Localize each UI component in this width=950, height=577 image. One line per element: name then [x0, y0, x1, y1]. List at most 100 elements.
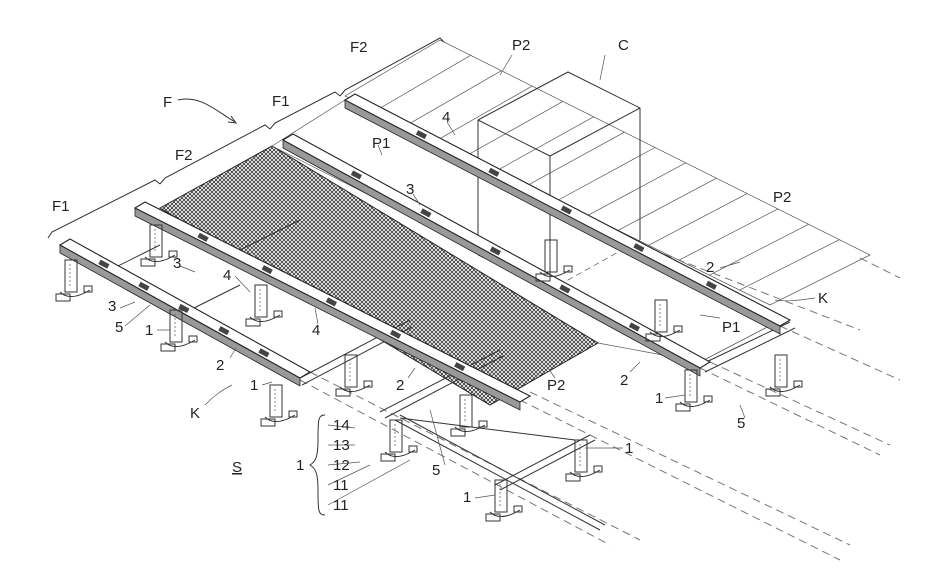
fastener-3 — [389, 329, 402, 339]
rail-2 — [343, 93, 792, 335]
label-3: 3 — [108, 298, 116, 315]
fastener-3 — [325, 297, 337, 307]
base-plate-11 — [593, 465, 603, 473]
pedestal-1 — [55, 259, 93, 302]
label-5: 5 — [737, 415, 745, 432]
panel-seam — [587, 162, 686, 216]
pedestal-column — [459, 394, 473, 428]
base-plate-11 — [675, 403, 691, 412]
label-1: 1 — [655, 390, 663, 407]
fastener-3 — [138, 281, 150, 291]
label-p1: P1 — [372, 135, 390, 152]
base-plate-11 — [335, 388, 351, 397]
base-plate-11 — [478, 420, 488, 428]
base-plate-11 — [273, 310, 283, 318]
label-f2: F2 — [175, 147, 193, 164]
extension-line — [779, 325, 901, 381]
fastener-3 — [197, 232, 209, 242]
label-p2: P2 — [512, 37, 530, 54]
pedestal-column — [684, 369, 698, 403]
base-plate-11 — [673, 325, 683, 333]
label-5: 5 — [432, 462, 440, 479]
base-plate-11 — [83, 285, 93, 293]
pedestal-column — [494, 479, 508, 513]
extension-line — [519, 399, 841, 561]
base-plate-11 — [513, 505, 523, 513]
label-f2: F2 — [350, 39, 368, 56]
base-plate-11 — [168, 250, 178, 258]
base-plate-11 — [563, 265, 573, 273]
pedestal-1 — [645, 299, 683, 342]
pedestal-column — [64, 259, 78, 293]
label-1: 1 — [250, 377, 258, 394]
label-p1: P1 — [722, 319, 740, 336]
label-p2: P2 — [547, 377, 565, 394]
fastener-3 — [415, 130, 427, 140]
label-11: 11 — [333, 477, 349, 494]
panel-seam — [678, 208, 779, 261]
pedestal-1 — [140, 224, 178, 267]
panel-seam — [496, 116, 594, 171]
label-1: 1 — [625, 440, 633, 457]
base-plate-11 — [245, 318, 261, 327]
base-plate-11 — [140, 258, 156, 267]
label-2: 2 — [620, 372, 628, 389]
label-1: 1 — [296, 457, 304, 474]
pedestal-column — [254, 284, 268, 318]
label-11: 11 — [333, 497, 349, 514]
pedestal-column — [169, 309, 183, 343]
fastener-3 — [258, 348, 270, 358]
base-plate-11 — [645, 333, 661, 342]
pedestal-column — [149, 224, 163, 258]
panel-seam — [709, 223, 809, 276]
label-f: F — [163, 94, 172, 111]
label-12: 12 — [333, 457, 350, 474]
extension-line — [639, 244, 861, 331]
fastener-3 — [633, 243, 645, 253]
pedestal-1 — [765, 354, 803, 397]
pedestal-1 — [245, 284, 283, 327]
pedestal-1 — [565, 439, 603, 482]
base-plate-11 — [535, 273, 551, 282]
fastener-3 — [218, 326, 230, 336]
base-plate-11 — [765, 388, 781, 397]
dimension-bracket-f — [47, 37, 445, 239]
fastener-3 — [454, 362, 466, 372]
label-f1: F1 — [52, 198, 70, 215]
label-1: 1 — [145, 322, 153, 339]
leader-lines — [119, 54, 816, 516]
label-4: 4 — [223, 267, 231, 284]
fastener-3 — [628, 322, 640, 332]
pedestal-column — [774, 354, 788, 388]
extension-lines — [299, 244, 901, 561]
base-plate-11 — [288, 410, 298, 418]
rail-2 — [281, 133, 712, 377]
pedestal-column — [389, 419, 403, 453]
panel-seam — [466, 101, 564, 157]
extension-line — [309, 371, 641, 541]
pedestal-column — [269, 384, 283, 418]
label-4: 4 — [312, 322, 320, 339]
rail-2 — [133, 201, 532, 411]
floor-panels-p2 — [344, 39, 871, 306]
label-2: 2 — [706, 259, 714, 276]
fastener-3 — [261, 265, 273, 275]
base-plate-11 — [160, 343, 176, 352]
panel-seam — [618, 177, 717, 231]
pedestal-1 — [380, 419, 418, 462]
pedestal-1 — [160, 309, 198, 352]
fastener-3 — [559, 284, 571, 294]
base-plate-11 — [380, 453, 396, 462]
label-s: S — [232, 459, 242, 476]
panel-seam — [375, 55, 471, 112]
base-plate-11 — [485, 513, 501, 522]
base-plate-11 — [363, 380, 373, 388]
label-13: 13 — [333, 437, 350, 454]
base-plate-11 — [408, 445, 418, 453]
extension-line — [709, 361, 891, 446]
label-3: 3 — [173, 255, 181, 272]
base-plate-11 — [55, 293, 71, 302]
base-plate-11 — [703, 395, 713, 403]
